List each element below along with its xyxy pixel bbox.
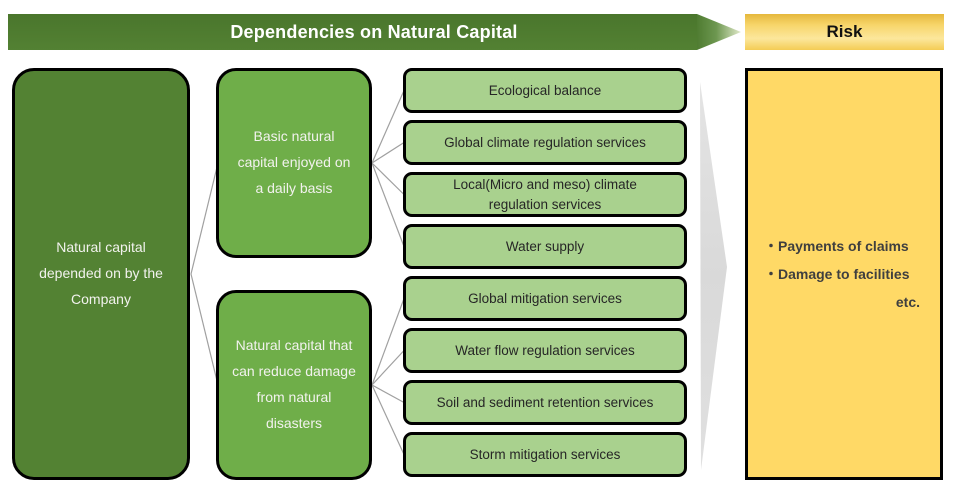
risk-panel: ・Payments of claims ・Damage to facilitie… bbox=[745, 68, 943, 480]
service-box-soil-sediment-retention: Soil and sediment retention services bbox=[403, 380, 687, 425]
risk-etc-label: etc. bbox=[895, 294, 920, 310]
root-box-natural-capital: Natural capital depended on by the Compa… bbox=[12, 68, 190, 480]
risk-banner: Risk bbox=[745, 14, 944, 50]
service-label: Ecological balance bbox=[488, 82, 602, 98]
dependencies-banner-title: Dependencies on Natural Capital bbox=[230, 21, 518, 42]
category-label: Natural capital that can reduce damage f… bbox=[232, 337, 356, 431]
service-list: Ecological balance Global climate regula… bbox=[403, 68, 687, 477]
risk-panel-content: ・Payments of claims ・Damage to facilitie… bbox=[748, 232, 940, 316]
service-box-ecological-balance: Ecological balance bbox=[403, 68, 687, 113]
connector-line bbox=[371, 384, 405, 455]
service-box-water-flow-regulation: Water flow regulation services bbox=[403, 328, 687, 373]
service-box-local-climate-regulation: Local(Micro and meso) climate regulation… bbox=[403, 172, 687, 217]
connector-line bbox=[371, 141, 405, 164]
service-label: Water supply bbox=[505, 238, 585, 254]
service-label: Storm mitigation services bbox=[469, 446, 621, 462]
service-label: Local(Micro and meso) climate regulation… bbox=[453, 176, 637, 212]
root-box-label: Natural capital depended on by the Compa… bbox=[39, 239, 163, 307]
category-box-disaster-reduction: Natural capital that can reduce damage f… bbox=[216, 290, 372, 480]
risk-item-damage: ・Damage to facilities bbox=[764, 266, 910, 282]
category-box-daily-basis: Basic natural capital enjoyed on a daily… bbox=[216, 68, 372, 258]
service-box-water-supply: Water supply bbox=[403, 224, 687, 269]
service-label: Global mitigation services bbox=[468, 290, 622, 306]
connector-line bbox=[371, 90, 405, 164]
connector-line bbox=[371, 298, 405, 386]
connector-line bbox=[190, 162, 219, 275]
service-label: Global climate regulation services bbox=[444, 134, 646, 150]
service-box-storm-mitigation: Storm mitigation services bbox=[403, 432, 687, 477]
category-label: Basic natural capital enjoyed on a daily… bbox=[237, 128, 351, 196]
connector-line bbox=[371, 162, 405, 247]
connector-line bbox=[371, 162, 405, 195]
risk-banner-title: Risk bbox=[826, 22, 863, 41]
dependencies-banner bbox=[8, 14, 697, 50]
service-box-global-climate-regulation: Global climate regulation services bbox=[403, 120, 687, 165]
risk-item-payments: ・Payments of claims bbox=[764, 238, 909, 254]
service-label: Soil and sediment retention services bbox=[436, 394, 654, 410]
connector-line bbox=[190, 273, 219, 386]
connector-line bbox=[371, 350, 405, 386]
service-box-global-mitigation: Global mitigation services bbox=[403, 276, 687, 321]
risk-flow-arrow-icon bbox=[700, 82, 727, 470]
connector-line bbox=[371, 384, 405, 404]
service-label: Water flow regulation services bbox=[455, 342, 635, 358]
